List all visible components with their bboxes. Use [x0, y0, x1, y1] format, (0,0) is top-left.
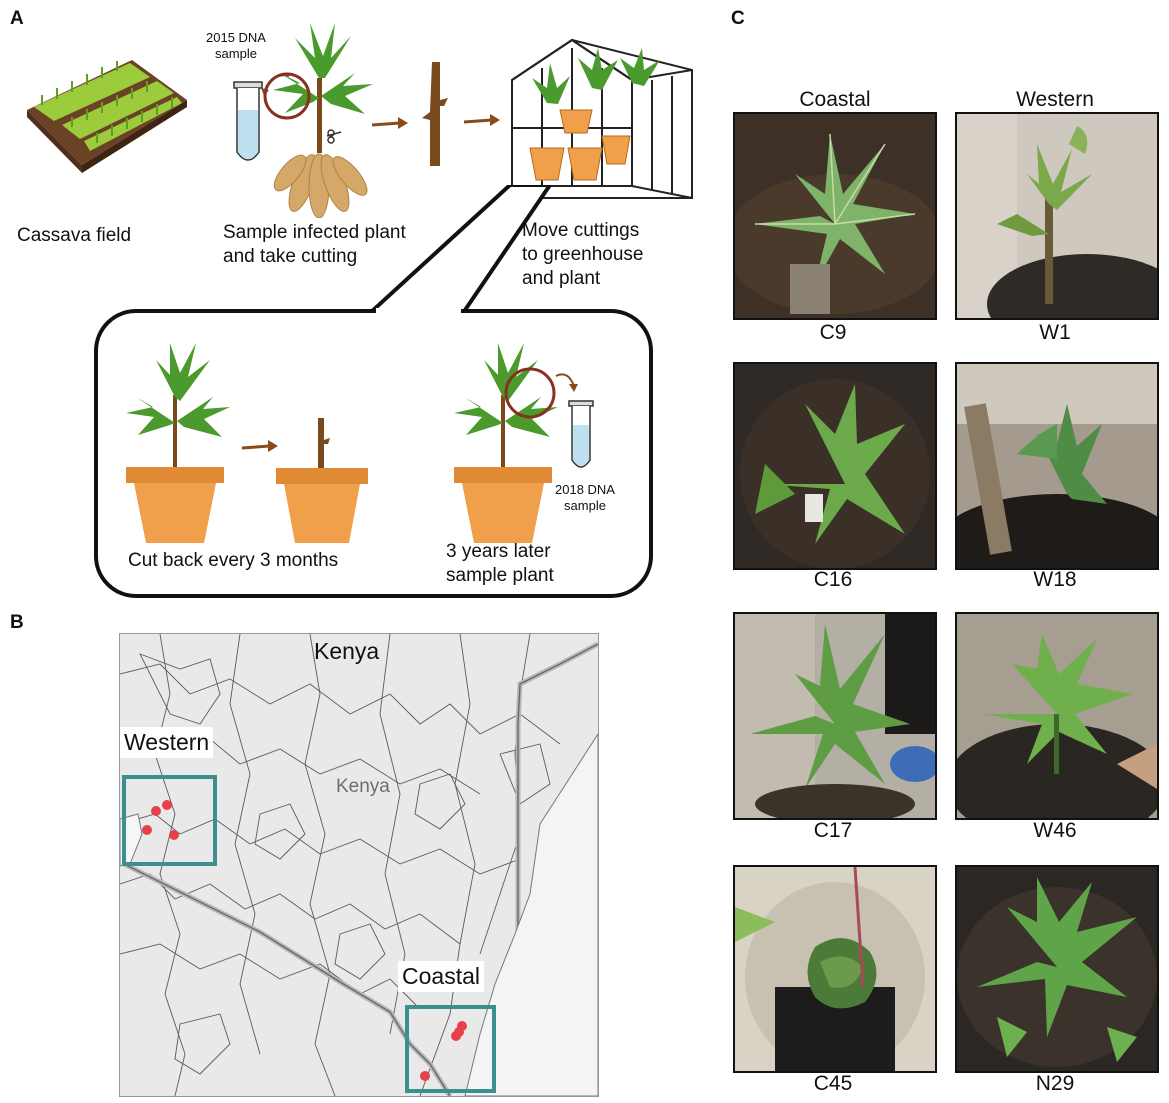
sample-point	[142, 825, 152, 835]
sample-plant-line2: and take cutting	[223, 246, 358, 267]
cutting-stick-illustration	[422, 62, 448, 166]
plant-photo-c9	[733, 112, 937, 320]
photo-caption: C17	[813, 819, 853, 842]
arrow-right-icon	[241, 440, 278, 452]
panel-c-letter: C	[731, 8, 745, 29]
plant-photo-w18	[955, 362, 1159, 570]
sample-point	[169, 830, 179, 840]
arrow-right-icon	[371, 117, 408, 129]
dna-2018-label: 2018 DNA sample	[545, 482, 625, 514]
curved-arrow-icon	[555, 373, 578, 392]
column-header-coastal: Coastal	[799, 88, 871, 111]
sample-point	[151, 806, 161, 816]
dna-2015-line2: sample	[215, 46, 257, 61]
test-tube-2018-icon	[568, 400, 594, 468]
plant-photo-c16	[733, 362, 937, 570]
greenhouse-label: Move cuttings to greenhouse and plant	[522, 219, 644, 291]
dna-2018-line1: 2018 DNA	[555, 482, 615, 497]
photo-caption: C16	[813, 568, 853, 591]
western-sample-points	[142, 800, 179, 840]
greenhouse-line3: and plant	[522, 268, 601, 289]
plant-photo-n29	[955, 865, 1159, 1073]
cassava-field-illustration	[27, 60, 187, 173]
later-sample-label: 3 years later sample plant	[446, 540, 554, 588]
later-sample-line1: 3 years later	[446, 541, 551, 562]
photo-caption: W1	[1039, 321, 1071, 344]
coastal-region-box	[405, 1005, 496, 1093]
sample-point	[420, 1071, 430, 1081]
western-region-box	[122, 775, 217, 866]
dna-2015-line1: 2015 DNA	[206, 30, 266, 45]
photo-caption: W18	[1033, 568, 1077, 591]
sample-plant-label: Sample infected plant and take cutting	[223, 221, 406, 269]
map-title: Kenya	[314, 638, 380, 664]
cut-back-pot-illustration	[276, 418, 368, 543]
sampled-plant-illustration	[454, 343, 558, 543]
coastal-label: Coastal	[398, 961, 484, 992]
plant-photo-c45	[733, 865, 937, 1073]
later-sample-line2: sample plant	[446, 565, 554, 586]
greenhouse-line1: Move cuttings	[522, 220, 640, 241]
sample-plant-line1: Sample infected plant	[223, 222, 406, 243]
photo-caption: W46	[1033, 819, 1077, 842]
arrow-right-icon	[463, 114, 500, 126]
panel-a-letter: A	[10, 8, 24, 29]
greenhouse-line2: to greenhouse	[522, 244, 644, 265]
dna-2018-line2: sample	[564, 498, 606, 513]
infected-plant-illustration	[263, 23, 373, 218]
plant-photo-c17	[733, 612, 937, 820]
test-tube-2015-icon	[233, 81, 263, 161]
coastal-sample-points	[420, 1021, 467, 1081]
photo-caption: C45	[813, 1072, 853, 1095]
map-watermark: Kenya	[336, 776, 390, 797]
potted-plant-illustration	[126, 343, 230, 543]
photo-caption: C9	[819, 321, 847, 344]
cassava-field-label: Cassava field	[17, 225, 132, 246]
western-label: Western	[120, 727, 214, 758]
sample-point	[451, 1031, 461, 1041]
photo-caption: N29	[1035, 1072, 1075, 1095]
column-header-western: Western	[1016, 88, 1094, 111]
dna-2015-label: 2015 DNA sample	[196, 30, 276, 62]
panel-b-letter: B	[10, 612, 24, 633]
cut-back-label: Cut back every 3 months	[128, 550, 339, 571]
plant-photo-w1	[955, 112, 1159, 320]
greenhouse-illustration	[511, 38, 693, 199]
sample-point	[162, 800, 172, 810]
plant-photo-w46	[955, 612, 1159, 820]
